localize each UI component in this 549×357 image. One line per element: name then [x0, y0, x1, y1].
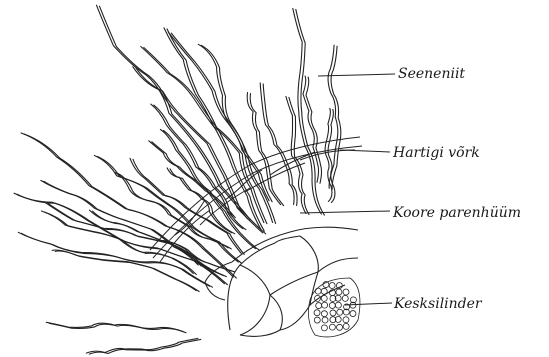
stele-cell — [337, 324, 343, 330]
stele-cell — [321, 311, 327, 317]
stele-cell — [321, 295, 327, 301]
stele-cell — [330, 310, 336, 316]
hypha-strand — [49, 204, 227, 277]
stele-cell — [343, 323, 349, 329]
label-central-cylinder: Kesksilinder — [394, 296, 482, 312]
stele-cell — [322, 302, 328, 308]
stele-cell — [329, 283, 335, 289]
stele-cell — [343, 289, 349, 295]
hypha-strand — [296, 9, 325, 215]
hypha-strand — [55, 251, 199, 292]
stele-cell — [321, 288, 327, 294]
hypha-strand — [306, 77, 322, 183]
stele-cell — [315, 295, 321, 301]
central-cylinder — [308, 278, 360, 337]
hypha-strand — [286, 96, 306, 213]
hypha-strand — [303, 76, 319, 182]
hyphae-group — [14, 5, 341, 354]
stele-cell — [315, 288, 321, 294]
stele-cell — [321, 325, 327, 331]
hypha-strand — [18, 232, 209, 286]
hypha-strand — [293, 8, 322, 214]
stele-cell — [322, 317, 328, 323]
stele-cell — [350, 311, 356, 317]
stele-cell — [329, 302, 335, 308]
stele-cell — [342, 295, 348, 301]
hypha-strand — [44, 181, 201, 266]
stele-cell — [329, 324, 335, 330]
label-fungal-hyphae: Seeneniit — [398, 66, 465, 82]
leader-lines — [300, 74, 395, 305]
hypha-strand — [133, 159, 244, 254]
label-cortex-parenchyma: Koore parenhüüm — [393, 205, 521, 221]
stele-cell — [316, 303, 322, 309]
stele-cell — [335, 302, 341, 308]
stele-cell — [314, 310, 320, 316]
stele-cell — [314, 317, 320, 323]
stele-cell — [336, 289, 342, 295]
stele-cell — [337, 309, 343, 315]
stele-cell — [343, 317, 349, 323]
label-hartig-net: Hartigi võrk — [393, 145, 480, 161]
hypha-strand — [86, 338, 198, 353]
hypha-strand — [52, 250, 196, 291]
